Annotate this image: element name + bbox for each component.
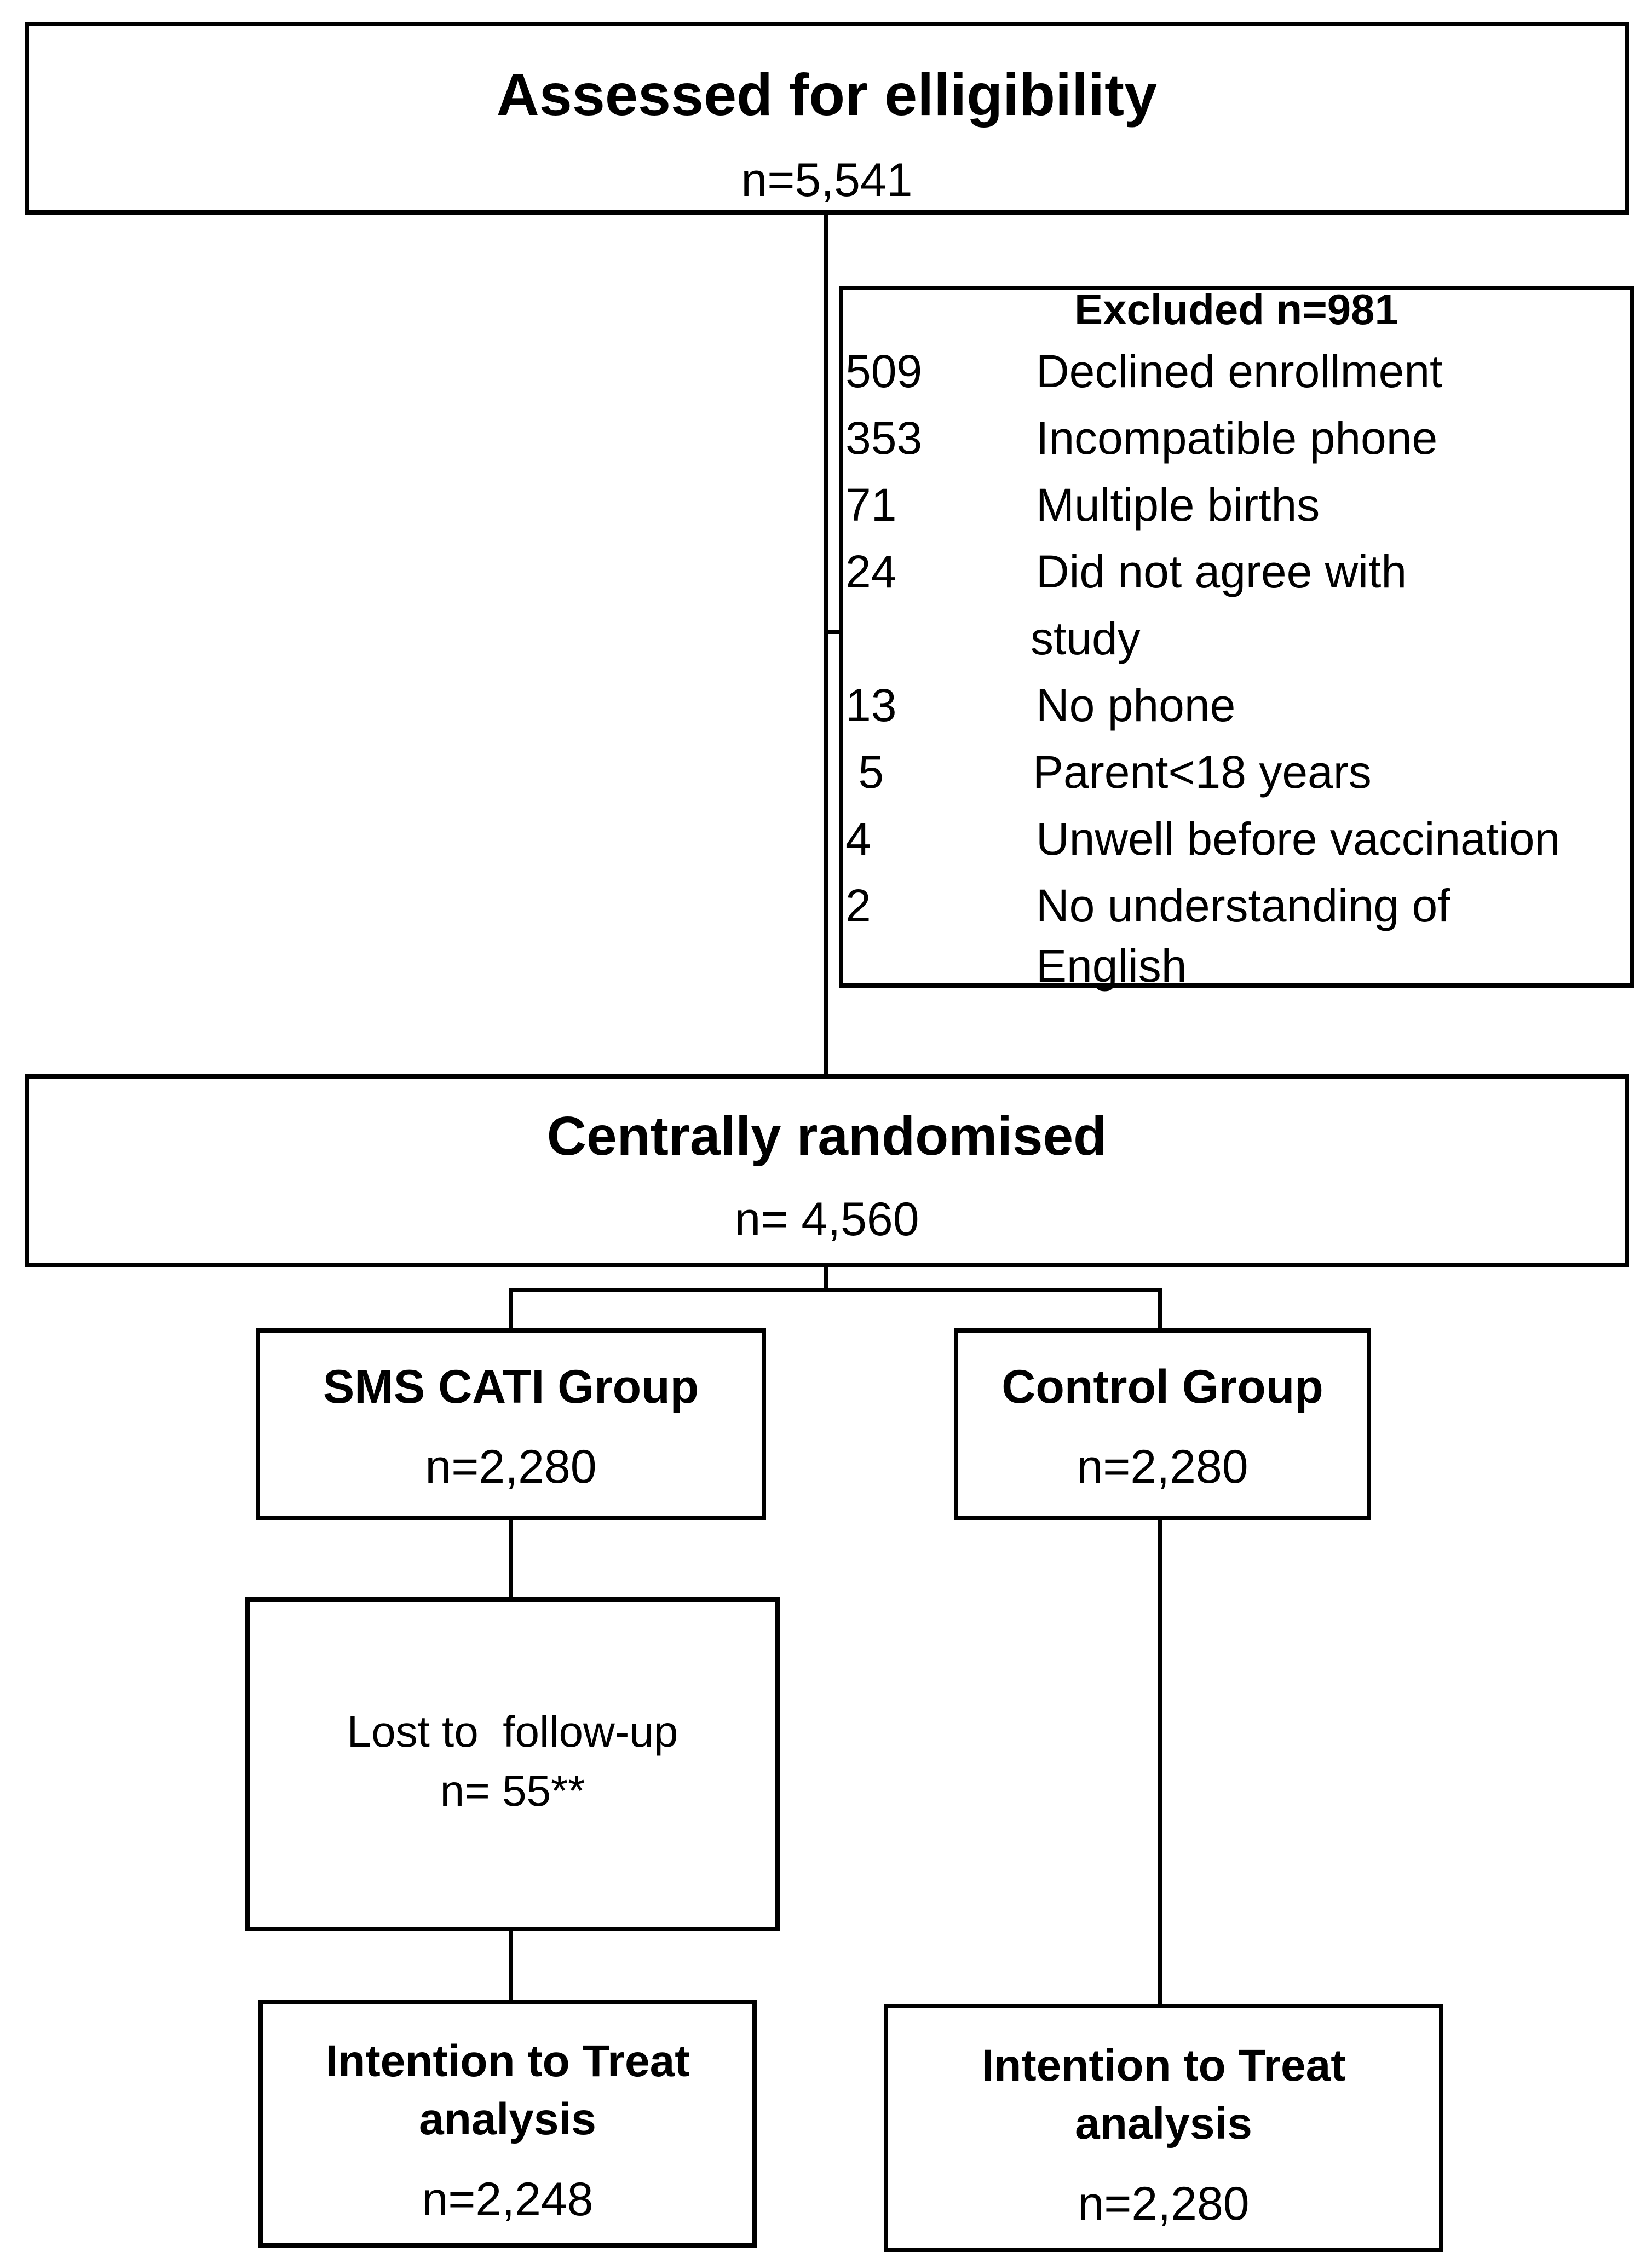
connector-branch-horizontal <box>509 1288 1162 1292</box>
control-group-title: Control Group <box>1001 1361 1323 1413</box>
lost-followup-count: n= 55** <box>440 1766 585 1815</box>
excluded-reason-continuation: study <box>1031 613 1141 664</box>
itt-control-title: Intention to Treat analysis <box>981 2041 1346 2148</box>
excluded-reason: Incompatible phone <box>1036 412 1438 464</box>
assessed-box: Assessed for elligibility n=5,541 <box>25 22 1629 215</box>
excluded-reason: No understanding of <box>1036 880 1450 931</box>
excluded-reason: Did not agree with <box>1036 546 1407 597</box>
connector-sms-to-lost <box>509 1520 513 1598</box>
sms-group-count: n=2,280 <box>425 1441 597 1493</box>
connector-assessed-to-randomised <box>824 215 828 1075</box>
excluded-count: 4 <box>845 813 871 865</box>
excluded-reason-continuation: English <box>1036 940 1187 992</box>
excluded-count: 71 <box>845 479 897 531</box>
excluded-title: Excluded n=981 <box>1074 285 1398 333</box>
itt-control-box: Intention to Treat analysis n=2,280 <box>884 2004 1443 2252</box>
sms-group-box: SMS CATI Group n=2,280 <box>256 1328 766 1520</box>
excluded-reason: Multiple births <box>1036 479 1320 531</box>
excluded-count: 2 <box>845 880 871 931</box>
connector-control-to-itt <box>1158 1520 1162 2005</box>
control-group-count: n=2,280 <box>1077 1441 1248 1493</box>
connector-to-excluded <box>824 630 840 634</box>
itt-control-count: n=2,280 <box>1078 2178 1250 2230</box>
excluded-reason: Parent<18 years <box>1033 746 1372 798</box>
connector-branch-left <box>509 1288 513 1329</box>
connector-lost-to-itt <box>509 1931 513 2001</box>
assessed-title: Assessed for elligibility <box>496 61 1158 128</box>
control-group-box: Control Group n=2,280 <box>954 1328 1371 1520</box>
lost-followup-box: Lost to follow-up n= 55** <box>245 1597 780 1931</box>
connector-randomised-stem <box>824 1267 828 1292</box>
excluded-count: 509 <box>845 345 923 397</box>
randomised-box: Centrally randomised n= 4,560 <box>25 1074 1629 1267</box>
connector-branch-right <box>1158 1288 1162 1329</box>
excluded-count: 13 <box>845 679 897 731</box>
sms-group-title: SMS CATI Group <box>323 1361 699 1413</box>
excluded-count: 24 <box>845 546 897 597</box>
excluded-reason: No phone <box>1036 679 1236 731</box>
randomised-title: Centrally randomised <box>546 1105 1107 1167</box>
excluded-box: Excluded n=981 509 Declined enrollment 3… <box>839 285 1634 992</box>
excluded-reason: Declined enrollment <box>1036 345 1443 397</box>
excluded-count: 353 <box>845 412 923 464</box>
excluded-reason: Unwell before vaccination <box>1036 813 1561 865</box>
randomised-count: n= 4,560 <box>734 1193 919 1246</box>
itt-sms-title: Intention to Treat analysis <box>325 2036 690 2144</box>
excluded-count: 5 <box>845 746 884 798</box>
assessed-count: n=5,541 <box>741 154 913 206</box>
itt-sms-box: Intention to Treat analysis n=2,248 <box>258 2000 757 2248</box>
lost-followup-label: Lost to follow-up <box>347 1707 678 1756</box>
itt-sms-count: n=2,248 <box>422 2173 594 2226</box>
